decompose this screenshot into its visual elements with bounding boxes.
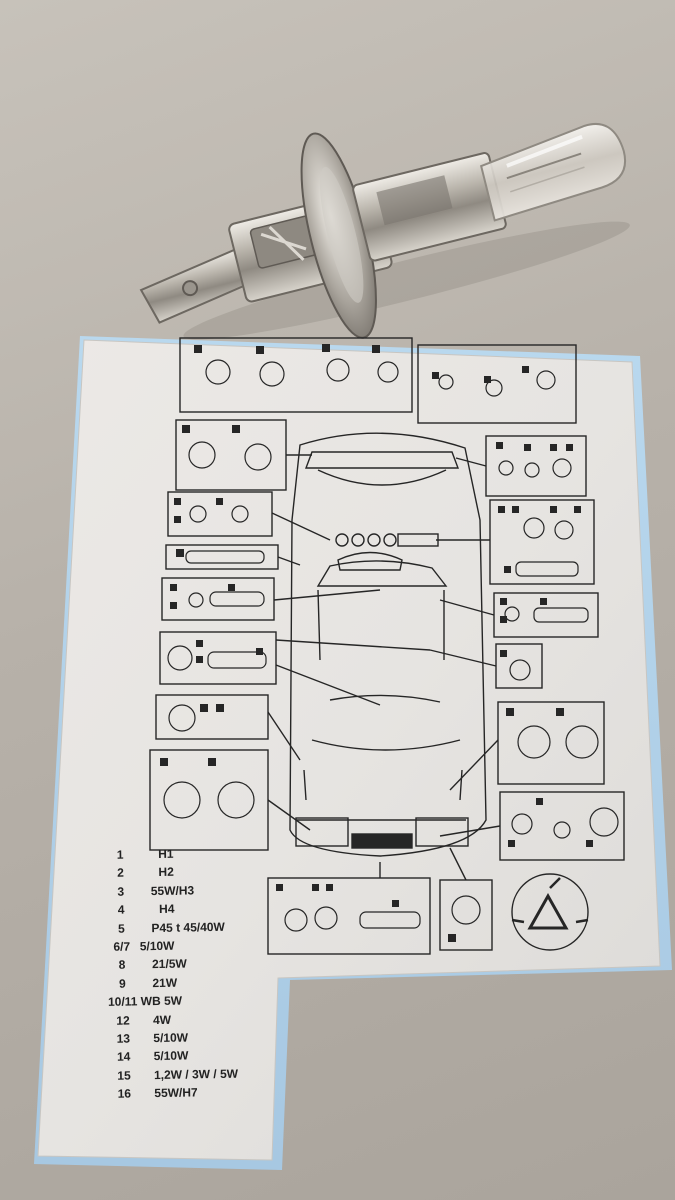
legend-number: 14 — [116, 1049, 131, 1065]
legend-number: 10/11 — [107, 994, 138, 1010]
legend-number: 5 — [117, 921, 125, 936]
box-right-2 — [489, 499, 595, 585]
legend-number: 1 — [116, 847, 124, 862]
legend-type: 5/10W — [139, 938, 175, 954]
legend-type: H2 — [158, 865, 174, 880]
legend-type: WB 5W — [140, 993, 183, 1009]
box-right-5 — [497, 701, 605, 785]
legend-number: 2 — [117, 865, 124, 881]
legend-type: 55W/H3 — [150, 883, 195, 898]
bulb-glyphs — [163, 358, 619, 932]
number-plate — [351, 833, 413, 849]
bulb-legend: 1 H1 2 H2 3 55W/H3 4 H4 5 P45 t 45/40W 6/7 5/1… — [100, 843, 285, 1146]
legend-number: 16 — [117, 1086, 132, 1101]
box-left-2 — [167, 491, 273, 537]
legend-number: 9 — [118, 976, 126, 991]
bulb-diagram — [149, 337, 625, 955]
legend-number: 4 — [117, 902, 125, 917]
box-bottom-1 — [267, 877, 431, 955]
legend-type: 21/5W — [151, 956, 187, 972]
box-left-6 — [155, 694, 269, 740]
legend-type: H1 — [158, 846, 174, 861]
legend-number: 8 — [118, 957, 126, 973]
legend-type: 1,2W / 3W / 5W — [153, 1066, 239, 1082]
halogen-bulb — [139, 123, 630, 340]
box-top-right — [417, 344, 577, 424]
box-left-4 — [161, 577, 275, 621]
legend-row: 16 55W/H7 — [104, 1082, 284, 1104]
box-top-left — [179, 337, 413, 413]
legend-type: 5/10W — [153, 1048, 189, 1064]
legend-type: H4 — [158, 901, 175, 917]
legend-number: 15 — [117, 1068, 131, 1083]
box-left-5 — [159, 631, 277, 685]
legend-type: 5/10W — [153, 1030, 189, 1046]
legend-type: 21W — [152, 975, 178, 990]
legend-number: 13 — [116, 1031, 131, 1046]
legend-type: 4W — [152, 1012, 172, 1027]
legend-type: 55W/H7 — [154, 1085, 198, 1101]
number-tags — [160, 344, 593, 942]
legend-number: 6/7 — [113, 939, 131, 954]
recycle-logo — [511, 873, 589, 951]
legend-number: 12 — [116, 1013, 130, 1028]
legend-type: P45 t 45/40W — [151, 919, 225, 935]
legend-number: 3 — [117, 884, 125, 899]
